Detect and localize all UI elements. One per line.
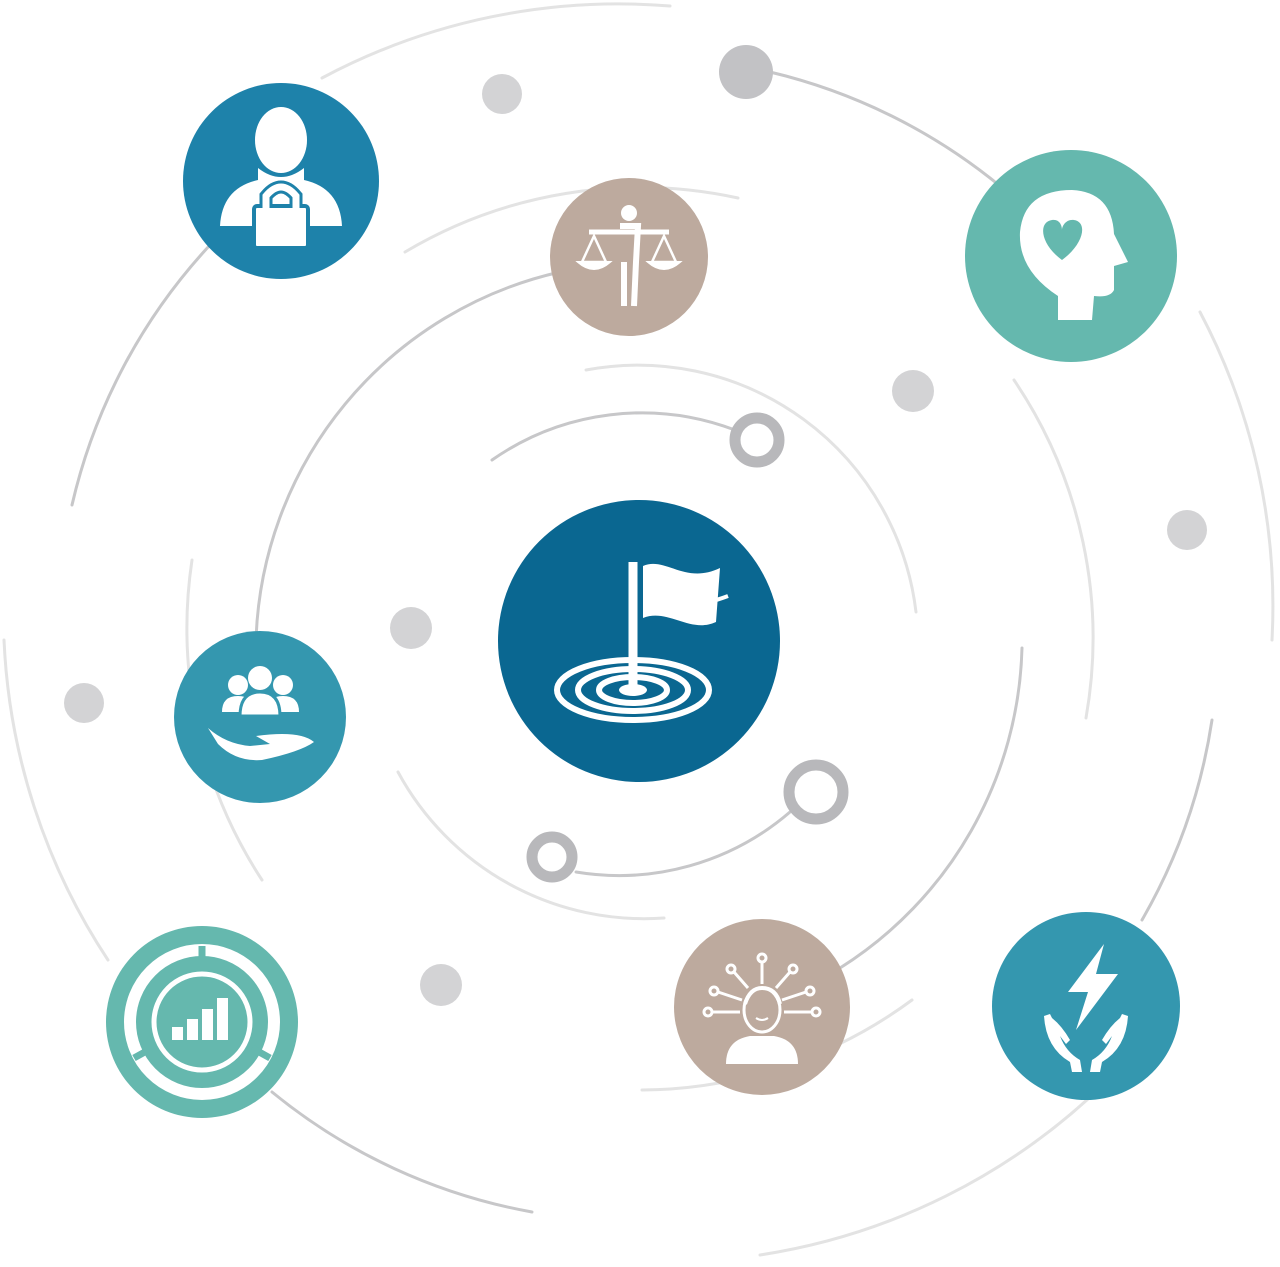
node-security bbox=[183, 83, 379, 279]
node-care bbox=[174, 631, 346, 803]
head-network-icon bbox=[702, 952, 822, 1064]
orbit-dot bbox=[892, 370, 934, 412]
bar-chart-gauge-icon bbox=[124, 944, 280, 1100]
orbit-dot bbox=[719, 45, 773, 99]
ring-node bbox=[729, 412, 785, 468]
orbit-arc bbox=[254, 270, 562, 642]
person-lock-icon bbox=[220, 107, 342, 250]
orbit-dots bbox=[64, 45, 1207, 1006]
node-wellbeing bbox=[965, 150, 1177, 362]
ring-nodes bbox=[526, 412, 849, 883]
ring-node bbox=[526, 831, 578, 883]
orbit-dot bbox=[482, 74, 522, 114]
hand-people-icon bbox=[208, 666, 314, 761]
center-node bbox=[498, 500, 780, 782]
node-power bbox=[992, 912, 1180, 1100]
orbit-arc bbox=[1140, 718, 1214, 922]
node-performance bbox=[106, 926, 298, 1118]
orbit-arc bbox=[1198, 310, 1275, 642]
orbit-arc bbox=[2, 638, 110, 962]
orbit-arc bbox=[1012, 378, 1095, 720]
orbit-dot bbox=[390, 607, 432, 649]
orbit-dot bbox=[64, 683, 104, 723]
orbit-dot bbox=[420, 964, 462, 1006]
orbit-arc bbox=[838, 646, 1024, 970]
orbit-arc bbox=[403, 185, 740, 254]
orbit-arc bbox=[270, 1090, 534, 1214]
orbit-dot bbox=[1167, 510, 1207, 550]
orbit-arc bbox=[758, 1080, 1108, 1257]
flag-target-icon bbox=[554, 562, 729, 723]
orbit-arc bbox=[396, 770, 666, 921]
orbit-arc bbox=[768, 70, 1002, 188]
node-ethics bbox=[550, 178, 708, 336]
center-node-circle bbox=[498, 500, 780, 782]
node-ideas bbox=[674, 919, 850, 1095]
hands-lightning-icon bbox=[1044, 944, 1128, 1072]
person-scales-icon bbox=[575, 205, 683, 307]
orbit-arc bbox=[490, 411, 737, 462]
orbit-arc bbox=[320, 2, 672, 80]
orbit-arc bbox=[70, 243, 212, 507]
head-heart-icon bbox=[1019, 190, 1128, 320]
orbit-arc bbox=[574, 810, 792, 877]
orbit-arc bbox=[584, 363, 918, 614]
ring-node bbox=[783, 759, 849, 825]
